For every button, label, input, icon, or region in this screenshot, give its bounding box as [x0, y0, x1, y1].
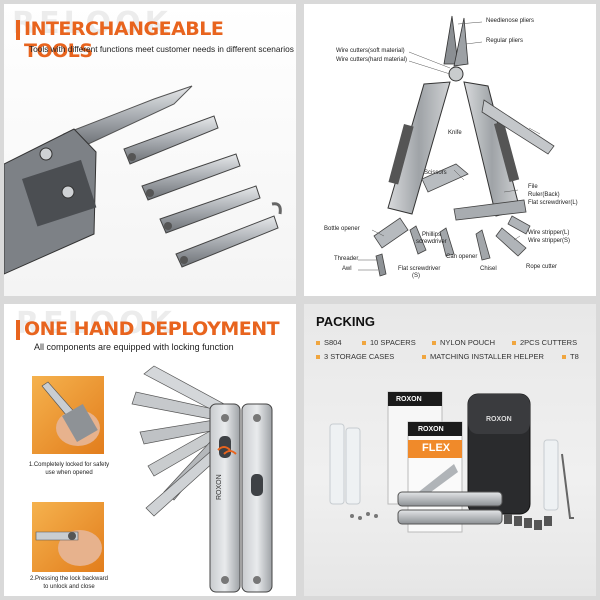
box-front-brand: ROXON: [418, 426, 444, 433]
interchangeable-tools-panel: RELOOK INTERCHANGEABLE TOOLS Tools with …: [4, 4, 296, 296]
panel-title: PACKING: [316, 314, 375, 329]
multitool-folded-1: [397, 491, 503, 507]
chisel-tool: [475, 229, 491, 261]
bottle-opener-tool: [373, 217, 409, 249]
one-hand-deployment-panel: RELOOK ONE HAND DEPLOYMENT All component…: [4, 304, 296, 596]
label-chisel: Chisel: [480, 266, 497, 272]
title-accent-bar: [16, 20, 20, 40]
label-knife: Knife: [448, 130, 462, 136]
pliers-jaw-right: [453, 17, 469, 67]
box-product-name: FLEX: [422, 442, 451, 454]
multitool-folded-2: [397, 509, 503, 525]
label-awl: Awl: [342, 266, 352, 272]
panel-subtitle: All components are equipped with locking…: [34, 342, 234, 352]
packing-item-storage-cases: 3 STORAGE CASES: [316, 352, 394, 361]
t8-key: [561, 453, 574, 519]
multitool-diagram: [358, 15, 555, 277]
label-phillips: Phillips: [422, 232, 442, 238]
bit-4: [175, 202, 282, 268]
handle-brand-logo: ROXON: [216, 474, 223, 500]
packing-item-nylon-pouch: NYLON POUCH: [432, 338, 495, 347]
label-flat-screwdriver-s: Flat screwdriver: [398, 266, 441, 272]
label-regular-pliers: Regular pliers: [486, 38, 524, 44]
box-back-brand: ROXON: [396, 396, 422, 403]
label-wire-cutters-soft: Wire cutters(soft material): [336, 48, 405, 54]
pliers-jaw-left: [443, 15, 459, 65]
threader-tool: [375, 253, 387, 277]
label-threader: Threader: [334, 256, 359, 262]
label-wire-cutters-hard: Wire cutters(hard material): [336, 57, 408, 63]
handle-right: [463, 81, 521, 217]
label-ruler: Ruler(Back): [528, 192, 560, 198]
scissors-tool: [421, 163, 469, 193]
storage-case-3: [543, 439, 559, 511]
label-flat-screwdriver-l: Flat screwdriver(L): [528, 200, 578, 206]
watermark: RELOOK: [16, 306, 176, 341]
storage-case-2: [345, 427, 361, 505]
step-2-photo: [32, 502, 104, 572]
small-cutters: [350, 512, 378, 520]
label-phillips-screwdriver: screwdriver: [416, 239, 447, 245]
rope-cutter-tool: [495, 227, 527, 257]
deployed-multitool-illustration: [131, 365, 273, 593]
packing-panel: PACKING S804 10 SPACERS NYLON POUCH 2PCS…: [304, 304, 596, 596]
label-flat-screwdriver-s-size: (S): [412, 273, 420, 279]
packing-item-installer-helper: MATCHING INSTALLER HELPER: [422, 352, 544, 361]
knife-tool: [481, 99, 555, 155]
label-wire-stripper-s: Wire stripper(S): [528, 238, 571, 244]
spacers: [504, 514, 552, 530]
right-handle: [241, 403, 273, 593]
left-handle: [209, 403, 241, 593]
unlock-indicator-icon: [217, 446, 237, 455]
packing-item-t8: T8: [562, 352, 579, 361]
step-1-photo: [32, 376, 104, 454]
title-accent-bar: [16, 320, 20, 340]
label-needlenose-pliers: Needlenose pliers: [486, 18, 535, 24]
phillips-tool: [409, 225, 427, 255]
panel-title: INTERCHANGEABLE TOOLS: [24, 18, 224, 62]
packing-item-cutters: 2PCS CUTTERS: [512, 338, 577, 347]
multitool-blades-illustration: [4, 85, 282, 275]
label-file: File: [528, 184, 538, 190]
handle-left: [387, 81, 451, 215]
storage-case-1: [329, 423, 345, 505]
bit-3: [159, 185, 261, 234]
file-tool: [453, 199, 527, 221]
leader-lines: [358, 21, 541, 271]
label-scissors: Scissors: [424, 170, 447, 176]
step-1-caption: 1.Completely locked for safety use when …: [28, 462, 110, 476]
can-opener-tool: [439, 227, 455, 257]
packing-item-spacers: 10 SPACERS: [362, 338, 416, 347]
label-bottle-opener: Bottle opener: [324, 226, 360, 232]
label-rope-cutter: Rope cutter: [526, 264, 558, 270]
bit-2: [141, 153, 241, 201]
package-contents-photo: [329, 391, 574, 533]
panel-title: ONE HAND DEPLOYMENT: [24, 318, 280, 340]
pouch-brand: ROXON: [486, 416, 512, 423]
tool-diagram-panel: Needlenose pliers Regular pliers Wire cu…: [304, 4, 596, 296]
watermark: RELOOK: [12, 6, 172, 41]
step-2-caption: 2.Pressing the lock backward to unlock a…: [29, 576, 109, 590]
label-can-opener: Can opener: [446, 254, 478, 260]
panel-subtitle: Tools with different functions meet cust…: [29, 44, 294, 54]
wire-stripper-tool: [507, 215, 531, 235]
label-wire-stripper-l: Wire stripper(L): [528, 230, 570, 236]
bit-1: [123, 115, 219, 165]
packing-item-s804: S804: [316, 338, 342, 347]
